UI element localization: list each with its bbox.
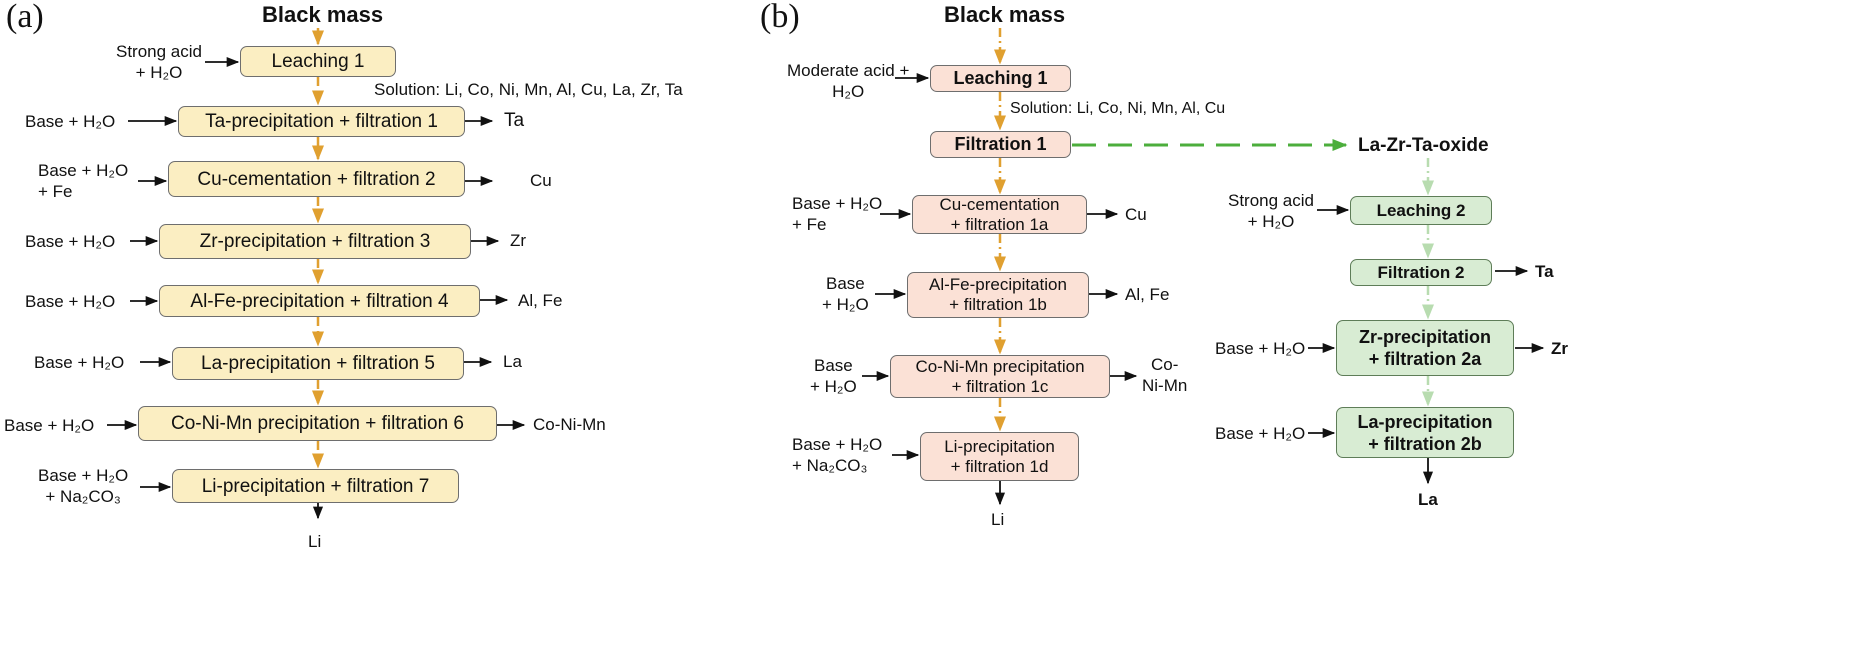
panel-a-output-6: La <box>503 352 522 371</box>
panel-b-side-final-output: La <box>1418 490 1438 509</box>
panel-a-input-4: Base + H₂O <box>25 232 116 251</box>
panel-b-solution-note: Solution: Li, Co, Ni, Mn, Al, Cu <box>1010 100 1226 117</box>
panel-b-step-1: Leaching 1 <box>930 65 1071 92</box>
panel-a-input-5: Base + H₂O <box>25 292 116 311</box>
panel-b-output-4: Al, Fe <box>1125 285 1170 304</box>
panel-b-output-arrows <box>1087 208 1545 485</box>
panel-a-output-5: Al, Fe <box>518 291 563 310</box>
panel-a-input-arrows <box>107 56 240 493</box>
panel-a-input-7: Base + H₂O <box>4 416 95 435</box>
panel-a-output-arrows <box>464 115 526 431</box>
panel-a-input-3: Base + H₂O+ Fe <box>38 161 129 201</box>
panel-b-side-input-1: Strong acid+ H₂O <box>1228 191 1314 231</box>
panel-a-input-8: Base + H₂O+ Na₂CO₃ <box>38 466 129 506</box>
panel-a-input-1: Strong acid+ H₂O <box>116 42 202 82</box>
panel-b-side-output-2: Ta <box>1535 262 1554 281</box>
panel-a-solution-note: Solution: Li, Co, Ni, Mn, Al, Cu, La, Zr… <box>374 80 683 99</box>
panel-a-output-3: Cu <box>530 171 552 190</box>
panel-b-main-final-output: Li <box>991 510 1005 529</box>
panel-a-output-7: Co-Ni-Mn <box>533 415 606 434</box>
panel-b-side-step-1: Leaching 2 <box>1350 196 1492 225</box>
panel-b-title: Black mass <box>944 2 1066 27</box>
panel-a-step-6: La-precipitation + filtration 5 <box>172 347 464 380</box>
panel-b-input-4: Base+ H₂O <box>822 274 869 314</box>
panel-a-step-7: Co-Ni-Mn precipitation + filtration 6 <box>138 406 497 441</box>
panel-b-step-4: Al-Fe-precipitation+ filtration 1b <box>907 272 1089 318</box>
panel-a-step-8: Li-precipitation + filtration 7 <box>172 469 459 503</box>
panel-a-output-4: Zr <box>510 231 527 250</box>
panel-a-input-6: Base + H₂O <box>34 353 125 372</box>
panel-b-label: (b) <box>760 0 800 35</box>
panel-b-side-step-2: Filtration 2 <box>1350 259 1492 286</box>
panel-b-input-arrows <box>862 72 1350 461</box>
panel-a-step-5: Al-Fe-precipitation + filtration 4 <box>159 285 480 317</box>
panel-b-input-5: Base+ H₂O <box>810 356 857 396</box>
panel-b-input-1: Moderate acid +H₂O <box>787 61 910 101</box>
panel-a-input-2: Base + H₂O <box>25 112 116 131</box>
panel-b-step-6: Li-precipitation+ filtration 1d <box>920 432 1079 481</box>
panel-a-step-3: Cu-cementation + filtration 2 <box>168 161 465 197</box>
panel-a-final-output: Li <box>308 532 322 551</box>
panel-b-side-input-4: Base + H₂O <box>1215 424 1306 443</box>
panel-b-side-step-3: Zr-precipitation+ filtration 2a <box>1336 320 1514 376</box>
panel-b-side-input-3: Base + H₂O <box>1215 339 1306 358</box>
panel-a-step-1: Leaching 1 <box>240 46 396 77</box>
panel-b-output-5: Co-Ni-Mn <box>1142 355 1188 395</box>
panel-a-label: (a) <box>6 0 44 35</box>
panel-b-step-3: Cu-cementation+ filtration 1a <box>912 195 1087 234</box>
panel-b-side-output-3: Zr <box>1551 339 1568 358</box>
panel-b-step-2: Filtration 1 <box>930 131 1071 158</box>
panel-a-step-2: Ta-precipitation + filtration 1 <box>178 106 465 137</box>
panel-a-title: Black mass <box>262 2 384 27</box>
panel-b-output-3: Cu <box>1125 205 1147 224</box>
panel-b-side-product: La-Zr-Ta-oxide <box>1358 135 1489 156</box>
panel-b-input-6: Base + H₂O+ Na₂CO₃ <box>792 435 883 475</box>
panel-b-step-5: Co-Ni-Mn precipitation+ filtration 1c <box>890 355 1110 398</box>
panel-b-side-step-4: La-precipitation+ filtration 2b <box>1336 407 1514 458</box>
panel-b-input-3: Base + H₂O+ Fe <box>792 194 883 234</box>
panel-a-step-4: Zr-precipitation + filtration 3 <box>159 224 471 259</box>
panel-a-output-2: Ta <box>504 110 525 131</box>
